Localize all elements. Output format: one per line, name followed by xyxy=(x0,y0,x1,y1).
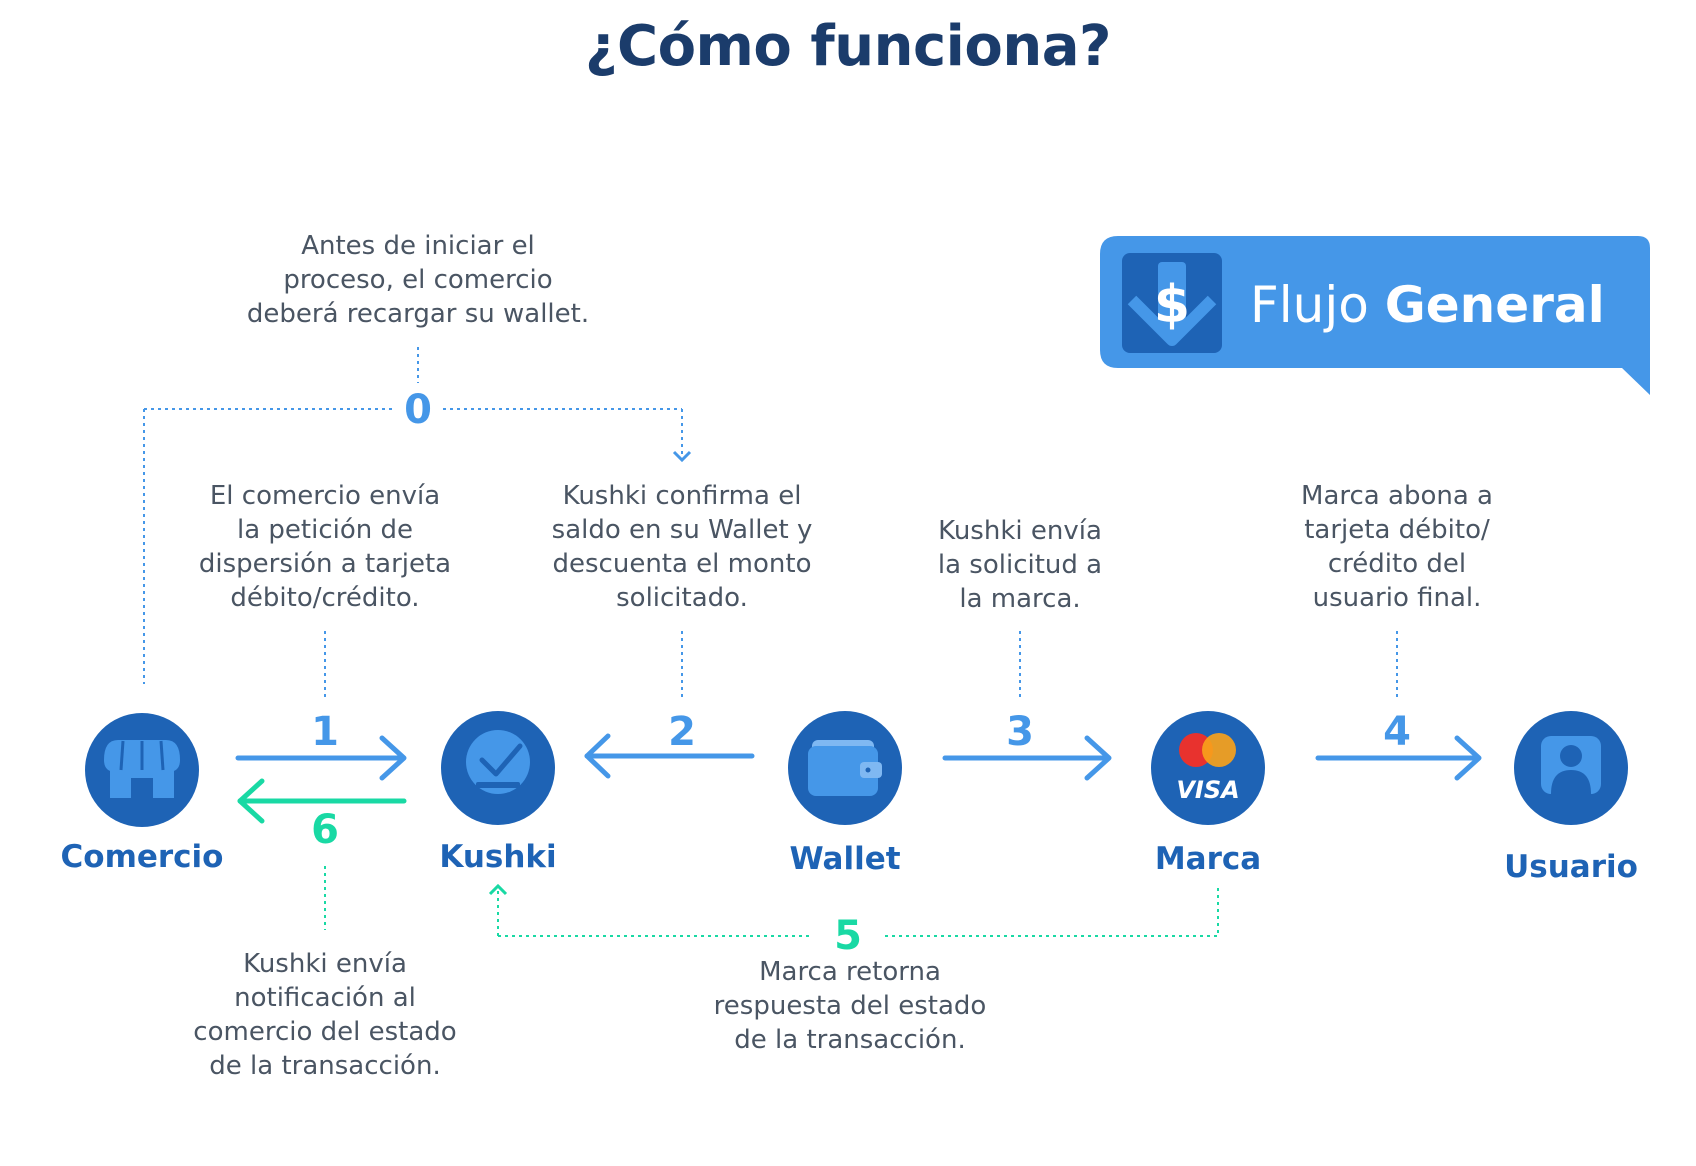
desc-line: Antes de iniciar el xyxy=(301,231,535,261)
step-6-number: 6 xyxy=(311,807,339,853)
step-5-description: Marca retorna respuesta del estado de la… xyxy=(685,955,1015,1057)
desc-line: respuesta del estado xyxy=(713,991,987,1021)
node-label-comercio: Comercio xyxy=(60,839,224,875)
desc-line: de la transacción. xyxy=(734,1025,966,1055)
flow-badge: $ xyxy=(1100,236,1650,395)
desc-line: deberá recargar su wallet. xyxy=(246,299,590,329)
flow-badge-bold: General xyxy=(1384,276,1605,334)
desc-line: proceso, el comercio xyxy=(283,265,553,295)
step-5-number: 5 xyxy=(834,913,862,959)
desc-line: saldo en su Wallet y xyxy=(551,515,813,545)
desc-line: solicitado. xyxy=(616,583,748,613)
desc-line: notificación al xyxy=(234,983,416,1013)
desc-line: Marca abona a xyxy=(1301,481,1493,511)
node-kushki xyxy=(441,711,555,825)
flow-badge-label: Flujo General xyxy=(1250,276,1605,334)
node-label-wallet: Wallet xyxy=(789,841,901,877)
step-2-number: 2 xyxy=(668,709,696,755)
step-5-connector xyxy=(488,883,1219,937)
desc-line: tarjeta débito/ xyxy=(1304,515,1490,545)
page-title: ¿Cómo funciona? xyxy=(585,14,1111,79)
step-0-number: 0 xyxy=(404,387,432,433)
node-label-marca: Marca xyxy=(1154,841,1262,877)
desc-line: Kushki envía xyxy=(243,949,407,979)
desc-line: la solicitud a xyxy=(937,550,1103,580)
step-3-number: 3 xyxy=(1006,709,1034,755)
desc-line: débito/crédito. xyxy=(230,583,420,613)
step-0-description: Antes de iniciar el proceso, el comercio… xyxy=(218,229,618,331)
arrow-step-4 xyxy=(1315,735,1482,781)
desc-line: Marca retorna xyxy=(759,957,941,987)
node-comercio xyxy=(85,713,199,827)
node-label-kushki: Kushki xyxy=(439,839,557,875)
step-4-description: Marca abona a tarjeta débito/ crédito de… xyxy=(1257,479,1537,615)
arrow-step-1 xyxy=(235,735,407,781)
arrow-step-3 xyxy=(942,735,1112,781)
node-usuario xyxy=(1514,711,1628,825)
dollar-down-icon: $ xyxy=(1122,253,1222,353)
step-4-number: 4 xyxy=(1383,709,1411,755)
check-icon xyxy=(466,730,530,794)
desc-line: comercio del estado xyxy=(193,1017,457,1047)
user-icon xyxy=(1541,736,1601,794)
visa-text: VISA xyxy=(1176,776,1239,804)
step-2-description: Kushki confirma el saldo en su Wallet y … xyxy=(517,479,847,615)
store-icon xyxy=(104,740,180,798)
flow-badge-light: Flujo xyxy=(1250,276,1369,334)
arrow-step-2 xyxy=(584,733,755,779)
desc-line: la marca. xyxy=(959,584,1081,614)
step-1-number: 1 xyxy=(311,709,339,755)
desc-line: descuenta el monto xyxy=(552,549,812,579)
node-marca: VISA xyxy=(1151,711,1265,825)
desc-line: Kushki envía xyxy=(938,516,1102,546)
step-6-description: Kushki envía notificación al comercio de… xyxy=(165,947,485,1083)
desc-line: la petición de xyxy=(236,515,413,545)
desc-line: crédito del xyxy=(1327,549,1467,579)
desc-line: usuario final. xyxy=(1312,583,1482,613)
desc-line: dispersión a tarjeta xyxy=(198,549,452,579)
desc-line: Kushki confirma el xyxy=(562,481,802,511)
node-label-usuario: Usuario xyxy=(1504,849,1638,885)
svg-text:$: $ xyxy=(1154,275,1190,335)
step-0-connector xyxy=(143,347,692,684)
desc-line: de la transacción. xyxy=(209,1051,441,1081)
step-3-description: Kushki envía la solicitud a la marca. xyxy=(890,514,1150,616)
arrow-step-6 xyxy=(237,778,407,824)
step-1-description: El comercio envía la petición de dispers… xyxy=(165,479,485,615)
node-wallet xyxy=(788,711,902,825)
wallet-icon xyxy=(808,740,882,796)
desc-line: El comercio envía xyxy=(209,481,441,511)
visa-mastercard-icon: VISA xyxy=(1176,733,1240,804)
